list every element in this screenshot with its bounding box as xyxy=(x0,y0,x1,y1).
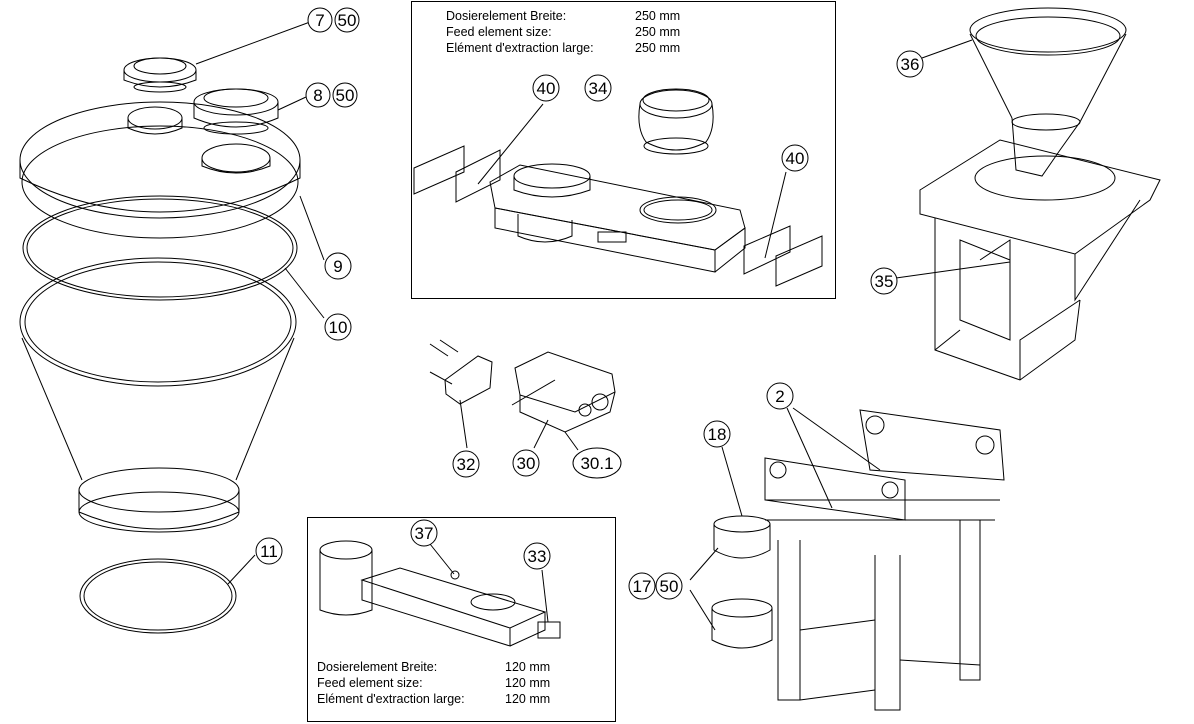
callout-10: 10 xyxy=(324,313,352,341)
svg-text:10: 10 xyxy=(329,318,348,337)
mounting-frame-35 xyxy=(919,139,1161,381)
svg-text:32: 32 xyxy=(457,455,476,474)
frame-bottom-feed-element xyxy=(307,517,616,722)
spec-top-label-3: Elément d'extraction large: xyxy=(446,41,594,55)
hopper-bottom-ring-11 xyxy=(79,558,237,634)
svg-text:18: 18 xyxy=(708,425,727,444)
hopper-seal-ring-10 xyxy=(22,195,298,301)
callout-9: 9 xyxy=(324,252,352,280)
svg-text:50: 50 xyxy=(338,11,357,30)
leader-lines xyxy=(195,21,1011,631)
callout-40-right: 40 xyxy=(781,144,809,172)
callout-35: 35 xyxy=(870,267,898,295)
callout-34: 34 xyxy=(584,74,612,102)
svg-text:33: 33 xyxy=(528,547,547,566)
callout-36: 36 xyxy=(896,50,924,78)
svg-text:7: 7 xyxy=(315,11,324,30)
spec-top-value-2: 250 mm xyxy=(635,25,681,39)
hopper-lid-7 xyxy=(123,57,197,93)
spec-bottom-value-3: 120 mm xyxy=(505,692,551,706)
spec-top-label-2: Feed element size: xyxy=(446,25,552,39)
spec-bottom-value-2: 120 mm xyxy=(505,676,551,690)
callout-18: 18 xyxy=(703,420,731,448)
callout-50-lid-8: 50 xyxy=(332,82,358,108)
svg-text:30.1: 30.1 xyxy=(580,454,613,473)
svg-text:40: 40 xyxy=(786,149,805,168)
spec-bottom-label-1: Dosierelement Breite: xyxy=(317,660,438,674)
svg-text:2: 2 xyxy=(775,387,784,406)
callout-7: 7 xyxy=(307,7,333,33)
spec-bottom-label-3: Elément d'extraction large: xyxy=(317,692,465,706)
callout-11: 11 xyxy=(255,537,283,565)
callout-2: 2 xyxy=(766,382,794,410)
svg-text:30: 30 xyxy=(517,454,536,473)
svg-text:36: 36 xyxy=(901,55,920,74)
callout-40-left: 40 xyxy=(532,74,560,102)
hopper-lid-8 xyxy=(193,88,279,135)
drive-unit-30 xyxy=(511,351,616,433)
spec-top-value-1: 250 mm xyxy=(635,9,681,23)
spec-bottom-label-2: Feed element size: xyxy=(317,676,423,690)
svg-text:9: 9 xyxy=(333,257,342,276)
spec-top-value-3: 250 mm xyxy=(635,41,681,55)
callout-33: 33 xyxy=(523,542,551,570)
spec-table-bottom: Dosierelement Breite: 120 mm Feed elemen… xyxy=(317,659,577,709)
callout-30-1: 30.1 xyxy=(572,447,622,479)
svg-text:50: 50 xyxy=(336,86,355,105)
callout-50-rings-17: 50 xyxy=(655,572,683,600)
funnel-36 xyxy=(969,7,1127,177)
svg-text:35: 35 xyxy=(875,272,894,291)
callout-37: 37 xyxy=(410,519,438,547)
callout-30: 30 xyxy=(512,449,540,477)
spec-table-top: Dosierelement Breite: 250 mm Feed elemen… xyxy=(446,8,706,58)
callout-32: 32 xyxy=(452,450,480,478)
svg-text:17: 17 xyxy=(633,577,652,596)
callout-50-lid-7: 50 xyxy=(334,7,360,33)
callout-8: 8 xyxy=(305,82,331,108)
bracket-32 xyxy=(429,339,493,405)
svg-text:8: 8 xyxy=(313,86,322,105)
hopper-top-cover-9 xyxy=(19,101,301,239)
svg-text:50: 50 xyxy=(660,577,679,596)
feed-element-250 xyxy=(413,88,823,287)
svg-text:11: 11 xyxy=(260,542,278,561)
callout-17: 17 xyxy=(628,572,656,600)
svg-text:37: 37 xyxy=(415,524,434,543)
spec-top-label-1: Dosierelement Breite: xyxy=(446,9,567,23)
hopper-cone-body xyxy=(19,257,297,533)
feed-element-120 xyxy=(319,540,561,647)
svg-text:34: 34 xyxy=(589,79,608,98)
svg-text:40: 40 xyxy=(537,79,556,98)
frame-top-feed-element xyxy=(411,1,836,299)
stand-frame-2 xyxy=(711,409,1005,711)
spec-bottom-value-1: 120 mm xyxy=(505,660,551,674)
